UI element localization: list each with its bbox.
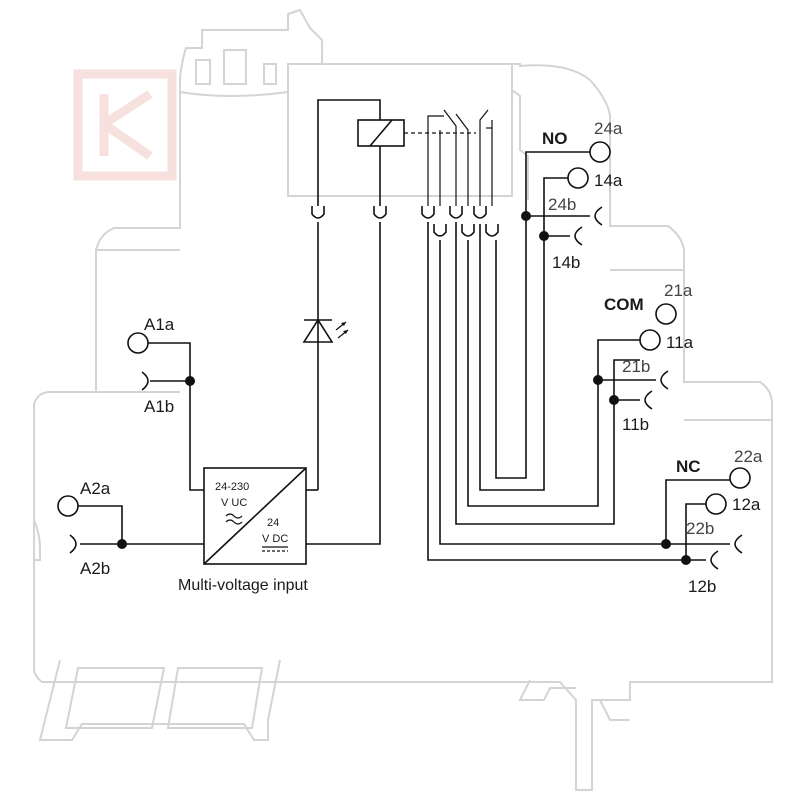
label-no: NO	[542, 129, 568, 148]
terminal-24b	[594, 206, 603, 226]
terminal-21b	[660, 370, 669, 390]
label-14a: 14a	[594, 171, 623, 190]
terminal-a1b	[141, 371, 149, 391]
terminal-24a	[589, 141, 611, 163]
terminal-12a	[705, 493, 727, 515]
terminal-12b	[710, 550, 719, 570]
terminal-a2a	[57, 495, 79, 517]
label-21a: 21a	[664, 281, 693, 300]
label-nc: NC	[676, 457, 701, 476]
label-a2b: A2b	[80, 559, 110, 578]
terminal-14b	[574, 226, 583, 246]
converter-output-value: 24	[267, 517, 279, 529]
relay-contacts	[427, 109, 493, 206]
label-11a: 11a	[666, 333, 694, 352]
label-21b: 21b	[622, 357, 650, 376]
label-12a: 12a	[732, 495, 761, 514]
label-com: COM	[604, 295, 644, 314]
relay-coil	[317, 99, 476, 206]
label-a1a: A1a	[144, 315, 175, 334]
terminal-a2b	[69, 534, 77, 554]
label-11b: 11b	[622, 415, 649, 434]
terminal-22a	[729, 467, 751, 489]
label-22b: 22b	[686, 519, 714, 538]
label-a1b: A1b	[144, 397, 174, 416]
label-a2a: A2a	[80, 479, 111, 498]
led-diode	[302, 222, 349, 490]
terminal-14a	[567, 167, 589, 189]
converter-output-type: V DC	[262, 533, 288, 545]
converter-input-range: 24-230	[215, 481, 249, 493]
logo-watermark: K	[73, 69, 177, 181]
supply-wiring	[78, 342, 204, 549]
power-converter: 24-230 V UC 24 V DC Multi-voltage input	[178, 222, 381, 594]
plug-pins	[311, 206, 499, 237]
terminal-labels: A1a A1b A2a A2b NO 24a 14a 24b 14b COM 2…	[80, 119, 763, 596]
converter-input-type: V UC	[221, 497, 247, 509]
relay-housing	[33, 8, 773, 791]
terminal-symbols	[57, 141, 751, 570]
label-24b: 24b	[548, 195, 576, 214]
label-22a: 22a	[734, 447, 763, 466]
terminal-a1a	[127, 332, 149, 354]
converter-caption: Multi-voltage input	[178, 577, 308, 594]
output-wiring	[427, 151, 730, 565]
terminal-21a	[655, 303, 677, 325]
terminal-11a	[639, 329, 661, 351]
label-24a: 24a	[594, 119, 623, 138]
label-12b: 12b	[688, 577, 716, 596]
terminal-11b	[644, 390, 653, 410]
label-14b: 14b	[552, 253, 580, 272]
terminal-22b	[734, 534, 743, 554]
